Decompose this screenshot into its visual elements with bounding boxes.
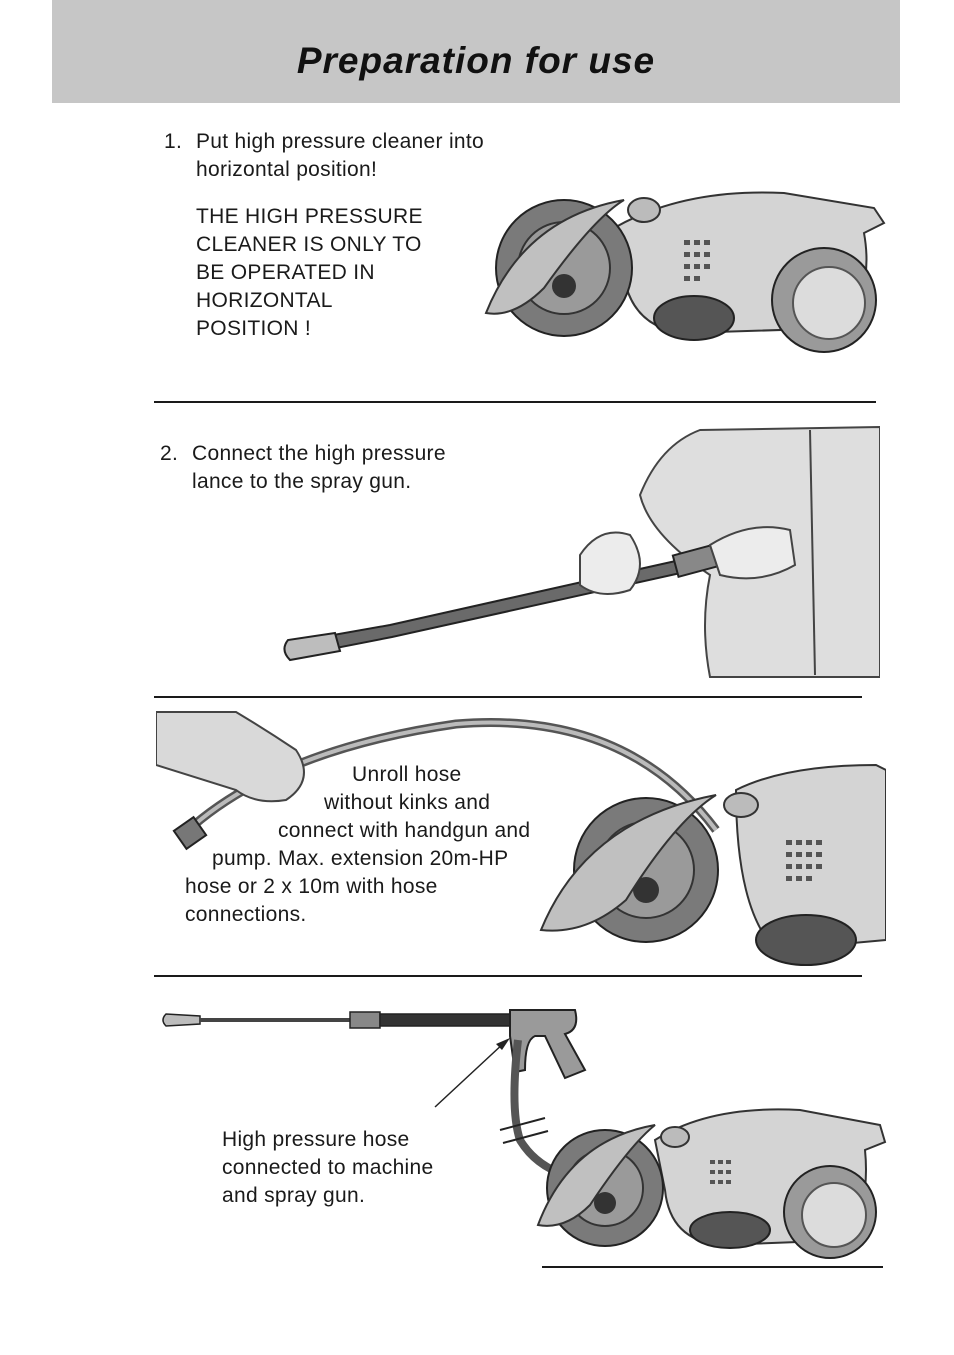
section-divider bbox=[154, 975, 862, 977]
header-bar: Preparation for use bbox=[52, 0, 900, 103]
step4-line: High pressure hose bbox=[222, 1128, 410, 1151]
step2-line2: lance to the spray gun. bbox=[192, 470, 412, 493]
spray-gun-hose-illustration bbox=[162, 1009, 887, 1259]
step4-line: and spray gun. bbox=[222, 1184, 366, 1207]
step3-line: without kinks and bbox=[324, 791, 491, 814]
warning-line: POSITION ! bbox=[196, 317, 312, 340]
lance-connection-illustration bbox=[283, 425, 880, 678]
step2-number: 2. bbox=[160, 442, 179, 465]
page-title: Preparation for use bbox=[296, 40, 656, 81]
warning-line: HORIZONTAL bbox=[196, 289, 333, 312]
step4-line: connected to machine bbox=[222, 1156, 434, 1179]
step1-warning: THE HIGH PRESSURE CLEANER IS ONLY TO BE … bbox=[196, 203, 423, 343]
step1-line1: Put high pressure cleaner into bbox=[196, 130, 484, 153]
step2-line1: Connect the high pressure bbox=[192, 442, 446, 465]
step1-number: 1. bbox=[164, 130, 183, 153]
section-divider bbox=[154, 401, 876, 403]
step4-text: High pressure hose connected to machine … bbox=[222, 1126, 433, 1210]
step3-line: connect with handgun and bbox=[278, 819, 531, 842]
warning-line: THE HIGH PRESSURE bbox=[196, 205, 423, 228]
step3-line: hose or 2 x 10m with hose bbox=[185, 875, 438, 898]
step3-line: connections. bbox=[185, 903, 307, 926]
step2-text: 2. Connect the high pressure lance to the… bbox=[160, 440, 446, 496]
section-divider bbox=[542, 1266, 883, 1268]
step3-text: Unroll hose without kinks and connect wi… bbox=[185, 761, 575, 929]
pressure-cleaner-illustration bbox=[484, 191, 886, 353]
hose-unroll-illustration bbox=[156, 711, 886, 966]
step1-text: 1. Put high pressure cleaner into horizon… bbox=[164, 128, 484, 184]
warning-line: BE OPERATED IN bbox=[196, 261, 375, 284]
step3-line: Unroll hose bbox=[352, 763, 462, 786]
warning-line: CLEANER IS ONLY TO bbox=[196, 233, 422, 256]
step1-line2: horizontal position! bbox=[196, 158, 378, 181]
section-divider bbox=[154, 696, 862, 698]
step3-line: pump. Max. extension 20m-HP bbox=[212, 847, 509, 870]
